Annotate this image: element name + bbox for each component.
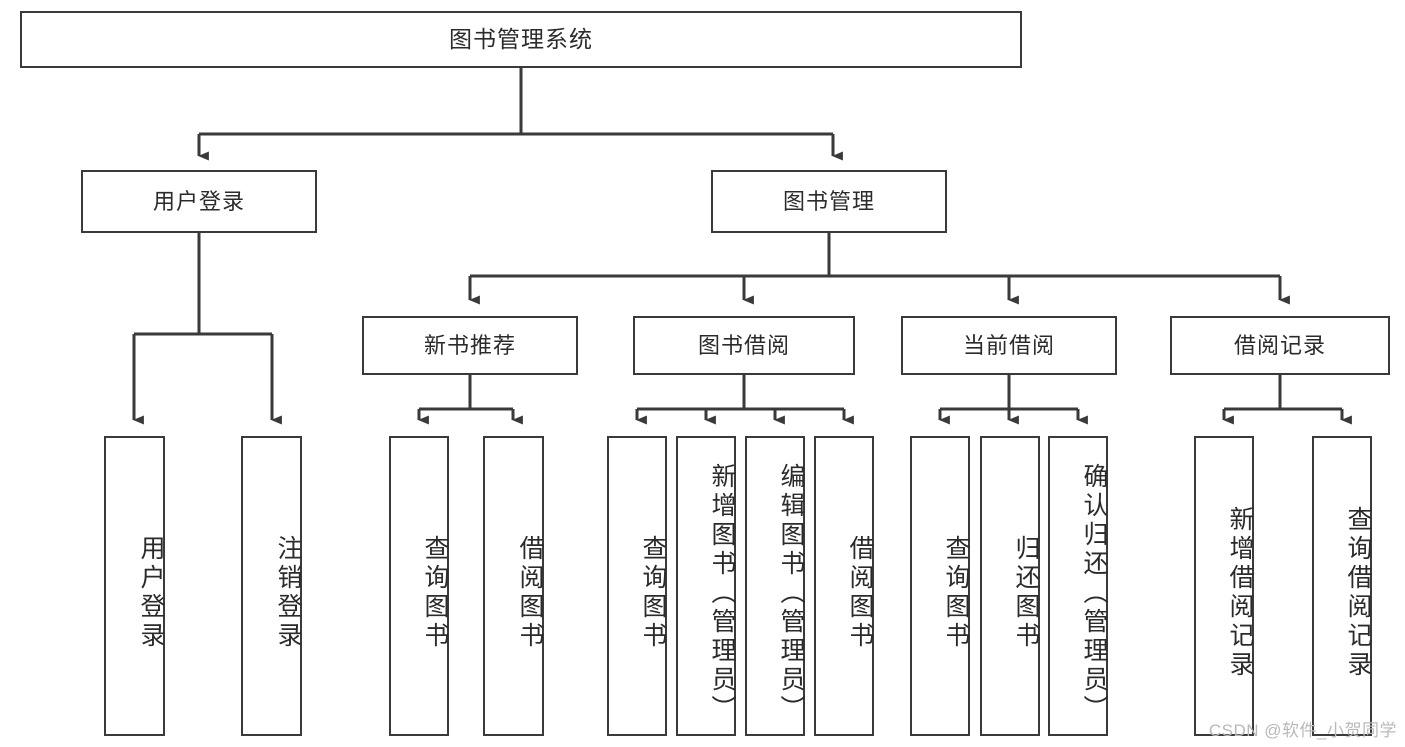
leaf-node[interactable]: 归还图书 xyxy=(980,436,1040,736)
node-borrow-record[interactable]: 借阅记录 xyxy=(1170,316,1390,375)
leaf-node[interactable]: 新增借阅记录 xyxy=(1194,436,1254,736)
leaf-label: 新增图书（管理员） xyxy=(708,462,736,724)
leaf-node[interactable]: 注销登录 xyxy=(241,436,302,736)
leaf-label: 确认归还（管理员） xyxy=(1080,462,1108,724)
leaf-node[interactable]: 用户登录 xyxy=(104,436,165,736)
leaf-label: 借阅图书 xyxy=(516,535,544,651)
leaf-label: 新增借阅记录 xyxy=(1226,506,1254,680)
leaf-node[interactable]: 借阅图书 xyxy=(483,436,544,736)
node-label: 图书借阅 xyxy=(697,332,790,358)
leaf-label: 查询借阅记录 xyxy=(1344,506,1372,680)
leaf-label: 用户登录 xyxy=(137,535,165,651)
leaf-node[interactable]: 查询图书 xyxy=(607,436,667,736)
node-label: 图书管理 xyxy=(782,188,875,214)
leaf-node[interactable]: 查询图书 xyxy=(910,436,970,736)
leaf-label: 查询图书 xyxy=(421,535,449,651)
node-new-book-recommend[interactable]: 新书推荐 xyxy=(362,316,578,375)
node-label: 用户登录 xyxy=(152,188,245,214)
node-label: 借阅记录 xyxy=(1233,332,1326,358)
node-label: 当前借阅 xyxy=(962,332,1055,358)
leaf-label: 借阅图书 xyxy=(846,535,874,651)
node-current-borrow[interactable]: 当前借阅 xyxy=(901,316,1117,375)
node-book-management[interactable]: 图书管理 xyxy=(711,170,947,233)
node-book-borrow[interactable]: 图书借阅 xyxy=(633,316,855,375)
leaf-label: 注销登录 xyxy=(274,535,302,651)
leaf-label: 查询图书 xyxy=(942,535,970,651)
leaf-label: 编辑图书（管理员） xyxy=(777,462,805,724)
leaf-node[interactable]: 借阅图书 xyxy=(814,436,874,736)
watermark: CSDN @软件_小贺同学 xyxy=(1208,721,1397,740)
leaf-label: 查询图书 xyxy=(639,535,667,651)
node-label: 图书管理系统 xyxy=(449,26,593,53)
node-user-login[interactable]: 用户登录 xyxy=(81,170,317,233)
node-label: 新书推荐 xyxy=(423,332,516,358)
leaf-node[interactable]: 查询借阅记录 xyxy=(1312,436,1372,736)
leaf-node[interactable]: 查询图书 xyxy=(389,436,449,736)
node-root-system[interactable]: 图书管理系统 xyxy=(20,11,1022,68)
leaf-node[interactable]: 编辑图书（管理员） xyxy=(745,436,805,736)
leaf-label: 归还图书 xyxy=(1012,535,1040,651)
leaf-node[interactable]: 确认归还（管理员） xyxy=(1048,436,1108,736)
leaf-node[interactable]: 新增图书（管理员） xyxy=(676,436,736,736)
